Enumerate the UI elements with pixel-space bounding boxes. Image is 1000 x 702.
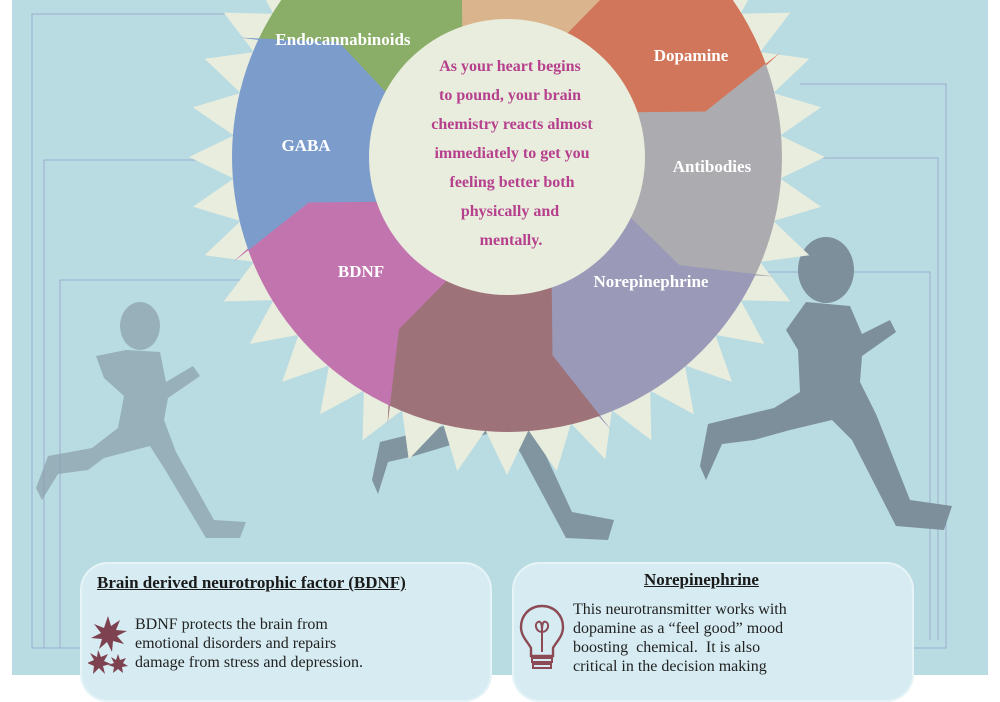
center-text-line: As your heart begins bbox=[439, 58, 581, 75]
norepinephrine-card-title: Norepinephrine bbox=[644, 570, 759, 589]
center-text-line: physically and bbox=[461, 203, 559, 220]
label-norepinephrine: Norepinephrine bbox=[594, 272, 709, 291]
center-text-line: mentally. bbox=[480, 232, 543, 249]
infographic-canvas: Endocannabinoids Dopamine Antibodies Nor… bbox=[12, 0, 988, 702]
runner-silhouette-left bbox=[36, 302, 246, 538]
bdnf-body-line: damage from stress and depression. bbox=[135, 654, 363, 671]
wheel-segment bbox=[611, 63, 782, 277]
center-text-line: chemistry reacts almost bbox=[431, 116, 593, 133]
illustration-layer: Endocannabinoids Dopamine Antibodies Nor… bbox=[31, 0, 952, 649]
center-text-line: immediately to get you bbox=[434, 145, 589, 162]
norepinephrine-body-line: This neurotransmitter works with bbox=[573, 601, 787, 618]
wheel-segments bbox=[232, 0, 782, 432]
bdnf-body-line: emotional disorders and repairs bbox=[135, 635, 337, 652]
norepinephrine-body-line: dopamine as a “feel good” mood bbox=[573, 620, 784, 637]
norepinephrine-card: Norepinephrine This neurotransmitter wor… bbox=[512, 562, 914, 702]
center-message: As your heart begins to pound, your brai… bbox=[431, 58, 593, 249]
wheel-center-disk bbox=[369, 19, 645, 295]
norepinephrine-card-body: This neurotransmitter works with dopamin… bbox=[573, 600, 893, 676]
wheel-segment bbox=[544, 213, 756, 431]
wheel-segment bbox=[232, 37, 403, 251]
label-dopamine: Dopamine bbox=[654, 46, 729, 65]
wheel-segment bbox=[233, 194, 451, 406]
wheel-segment bbox=[258, 0, 468, 101]
center-text-line: to pound, your brain bbox=[439, 87, 581, 104]
bdnf-card: Brain derived neurotrophic factor (BDNF)… bbox=[80, 562, 492, 702]
wheel-segment bbox=[563, 0, 781, 120]
label-antibodies: Antibodies bbox=[673, 157, 752, 176]
label-endocannabinoids: Endocannabinoids bbox=[275, 30, 411, 49]
norepinephrine-body-line: boosting chemical. It is also bbox=[573, 639, 761, 656]
label-gaba: GABA bbox=[281, 136, 331, 155]
bdnf-card-title: Brain derived neurotrophic factor (BDNF) bbox=[97, 573, 406, 592]
label-bdnf: BDNF bbox=[338, 262, 384, 281]
starburst-icon bbox=[88, 616, 128, 674]
wheel-segment bbox=[387, 261, 601, 432]
norepinephrine-body-line: critical in the decision making bbox=[573, 658, 767, 675]
bdnf-body-line: BDNF protects the brain from bbox=[135, 616, 328, 633]
bdnf-card-body: BDNF protects the brain from emotional d… bbox=[135, 615, 465, 672]
runner-silhouette-right bbox=[700, 237, 952, 530]
center-text-line: feeling better both bbox=[449, 174, 574, 191]
lightbulb-icon bbox=[519, 604, 565, 669]
